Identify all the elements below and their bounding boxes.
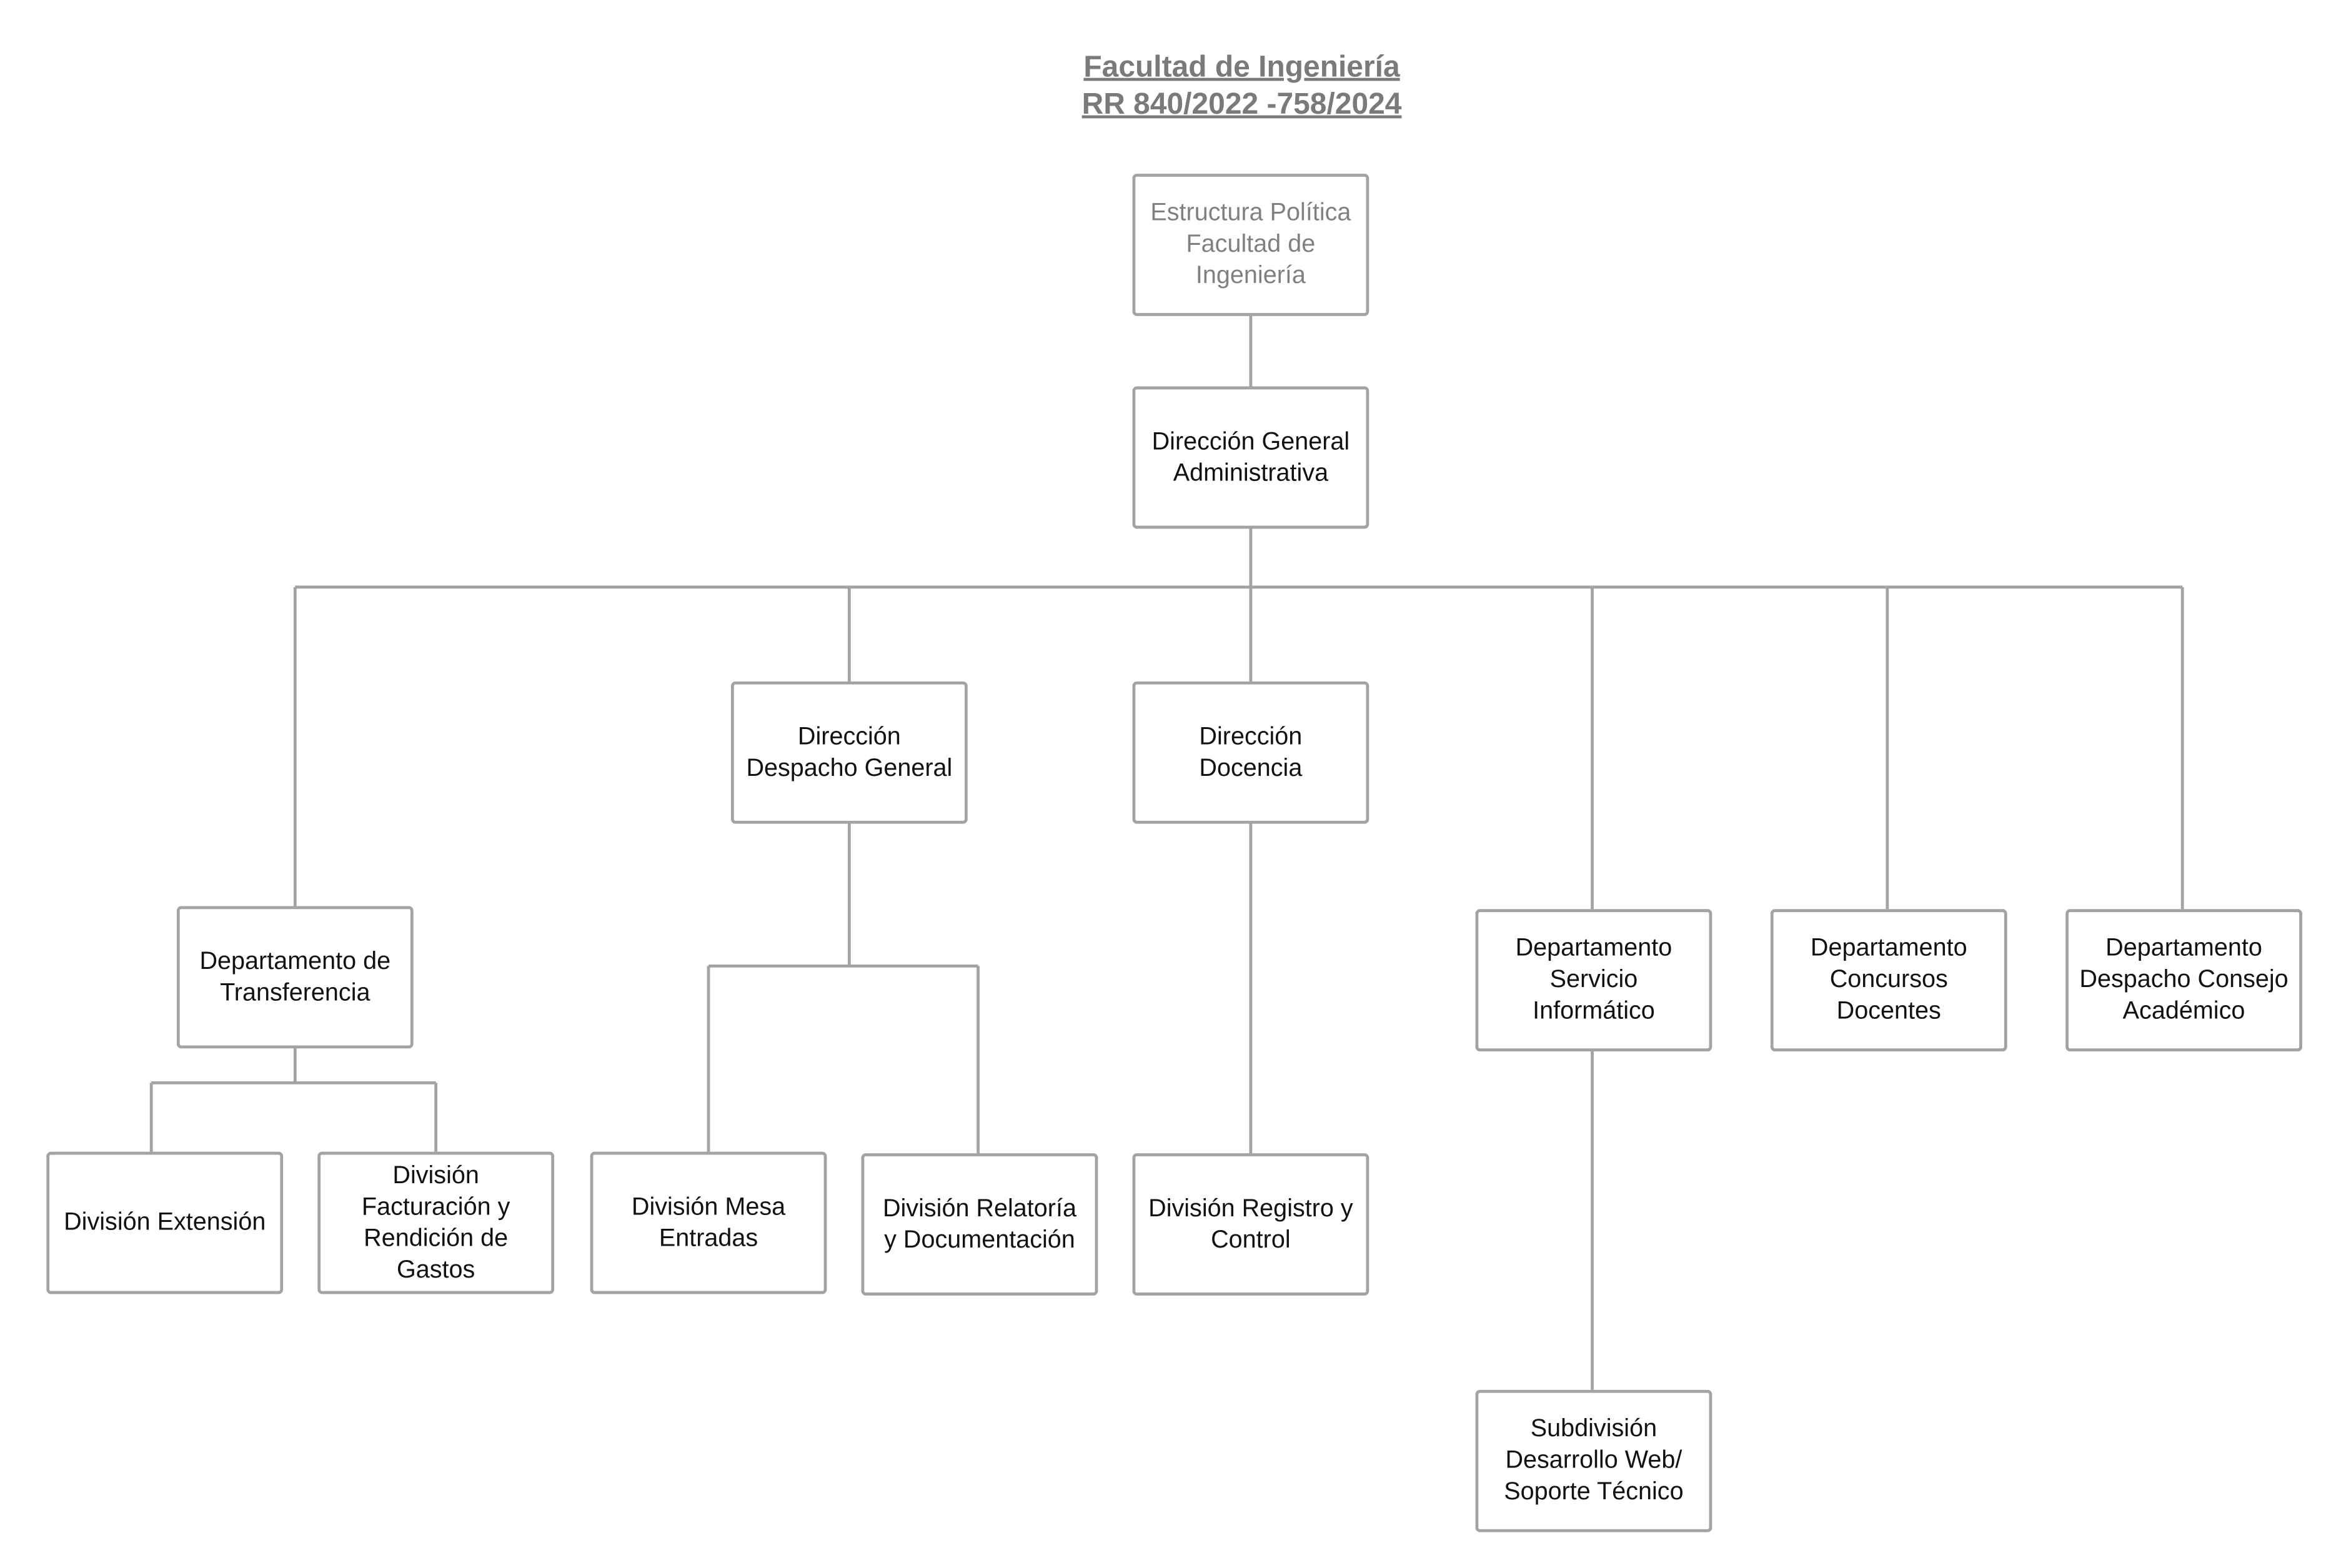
node-division-facturacion: División Facturación y Rendición de Gast… <box>317 1151 555 1294</box>
node-direccion-docencia-label: Dirección Docencia <box>1199 722 1303 782</box>
node-division-registro-label: División Registro y Control <box>1148 1194 1353 1253</box>
node-departamento-servicio-informatico: Departamento Servicio Informático <box>1475 909 1712 1052</box>
node-division-mesa-entradas: División Mesa Entradas <box>590 1151 827 1294</box>
node-departamento-consejo: Departamento Despacho Consejo Académico <box>2065 909 2302 1052</box>
node-direccion-despacho-general: Dirección Despacho General <box>730 681 968 824</box>
node-departamento-transferencia: Departamento de Transferencia <box>176 906 414 1049</box>
node-direccion-general-administrativa-label: Dirección General Administrativa <box>1151 427 1350 486</box>
node-division-relatoria-label: División Relatoría y Documentación <box>882 1194 1076 1253</box>
node-division-extension-label: División Extensión <box>64 1208 266 1236</box>
node-direccion-despacho-general-label: Dirección Despacho General <box>746 722 953 782</box>
node-division-relatoria: División Relatoría y Documentación <box>861 1153 1098 1296</box>
node-direccion-docencia: Dirección Docencia <box>1132 681 1369 824</box>
node-departamento-concursos-label: Departamento Concursos Docentes <box>1810 935 1967 1025</box>
title-line-2: RR 840/2022 -758/2024 <box>1081 88 1402 122</box>
node-departamento-consejo-label: Departamento Despacho Consejo Académico <box>2079 935 2289 1025</box>
node-departamento-concursos: Departamento Concursos Docentes <box>1770 909 2007 1052</box>
node-division-mesa-entradas-label: División Mesa Entradas <box>631 1193 786 1252</box>
node-departamento-servicio-informatico-label: Departamento Servicio Informático <box>1515 935 1672 1025</box>
node-estructura-politica-label: Estructura Política Facultad de Ingenier… <box>1150 199 1351 289</box>
node-direccion-general-administrativa: Dirección General Administrativa <box>1132 386 1369 529</box>
node-division-extension: División Extensión <box>46 1151 284 1294</box>
chart-title: Facultad de Ingeniería RR 840/2022 -758/… <box>0 49 2331 124</box>
node-subdivision-desarrollo-web: Subdivisión Desarrollo Web/ Soporte Técn… <box>1475 1389 1712 1532</box>
node-estructura-politica: Estructura Política Facultad de Ingenier… <box>1132 174 1369 316</box>
node-division-facturacion-label: División Facturación y Rendición de Gast… <box>361 1161 510 1283</box>
node-subdivision-desarrollo-web-label: Subdivisión Desarrollo Web/ Soporte Técn… <box>1504 1415 1684 1506</box>
node-departamento-transferencia-label: Departamento de Transferencia <box>199 947 391 1006</box>
node-division-registro: División Registro y Control <box>1132 1153 1369 1296</box>
title-line-1: Facultad de Ingeniería <box>1083 51 1400 84</box>
